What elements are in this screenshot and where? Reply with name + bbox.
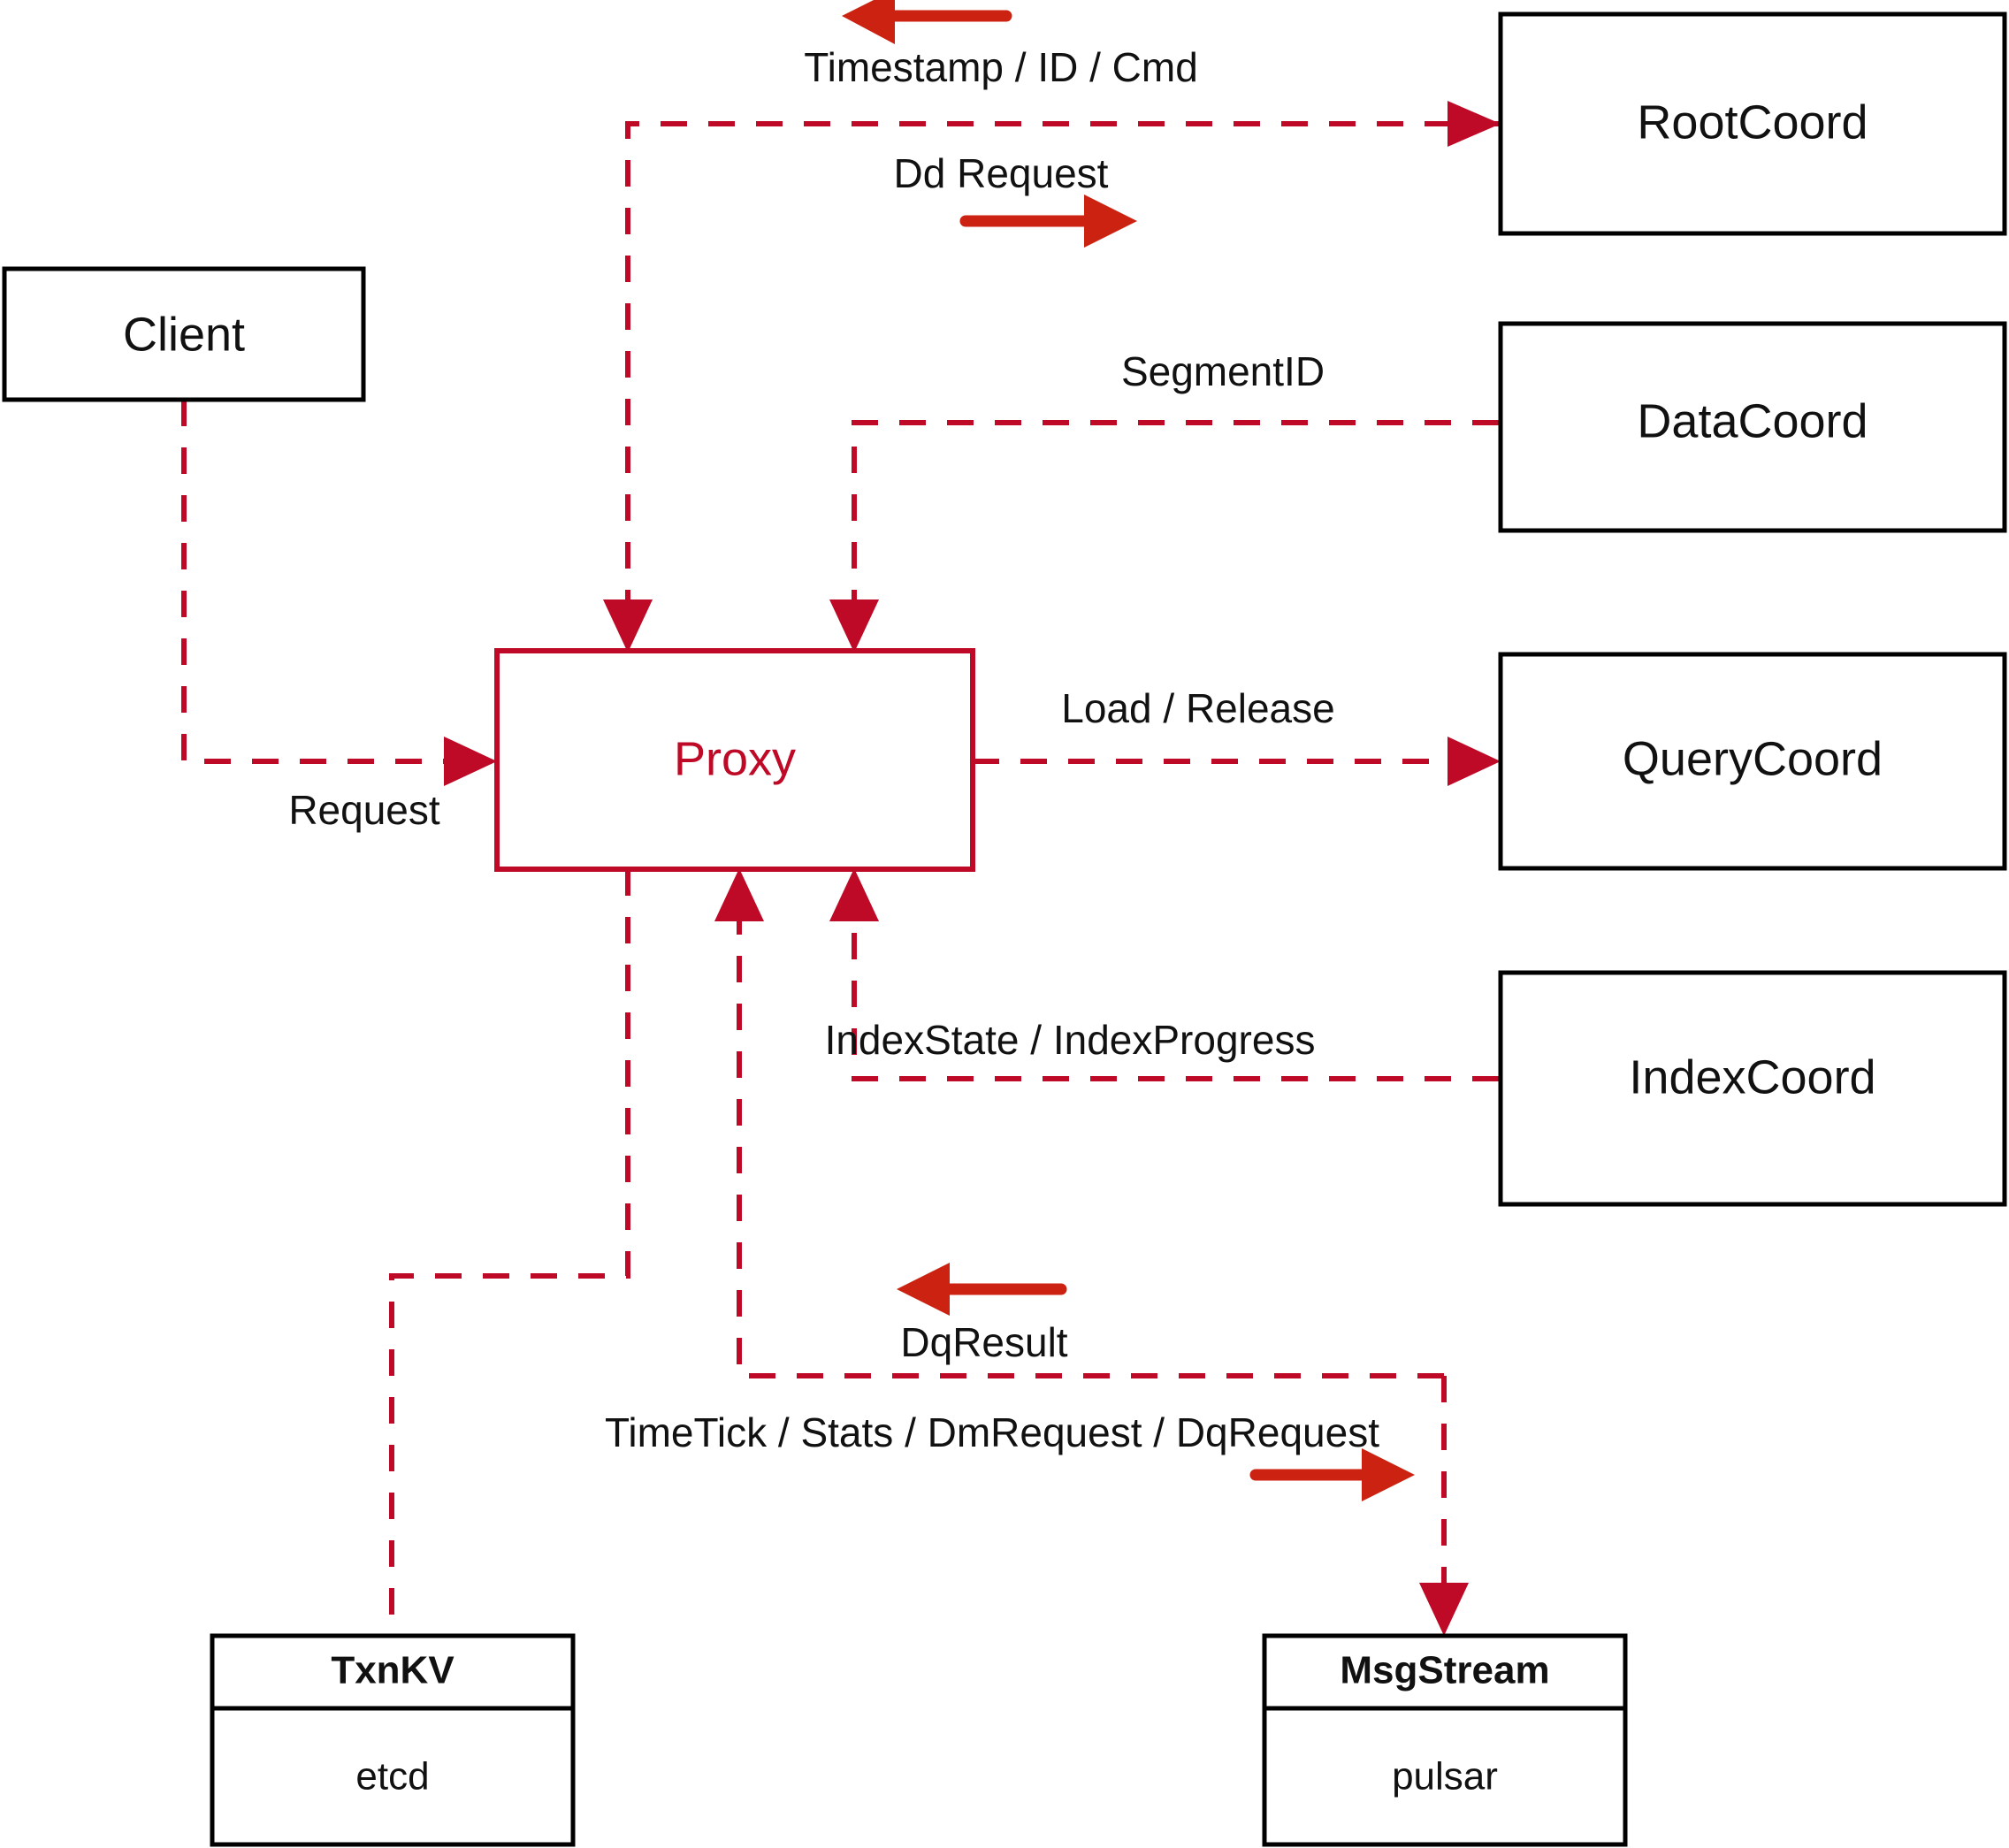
- node-txnkv[interactable]: TxnKV etcd: [210, 1633, 576, 1847]
- edge-label-dd-request: Dd Request: [894, 150, 1109, 196]
- direction-arrow-msgstream-out: [1249, 1448, 1415, 1501]
- node-datacoord[interactable]: DataCoord: [1498, 321, 2007, 533]
- arrowhead-proxy-bottom-middle: [714, 868, 764, 921]
- edge-label-timestamp-id-cmd: Timestamp / ID / Cmd: [804, 44, 1198, 90]
- node-msgstream-sublabel: pulsar: [1392, 1755, 1498, 1798]
- edge-label-load-release: Load / Release: [1061, 685, 1334, 731]
- node-rootcoord-label: RootCoord: [1637, 95, 1868, 149]
- edge-label-indexstate: IndexState / IndexProgress: [825, 1017, 1316, 1063]
- arrowhead-proxy-top-right: [829, 599, 879, 653]
- direction-arrow-timestamp: [842, 0, 1012, 44]
- node-msgstream[interactable]: MsgStream pulsar: [1262, 1633, 1628, 1847]
- edge-path-request: [181, 400, 460, 764]
- edge-path-segmentid: [852, 420, 1499, 619]
- arrowhead-proxy-top-left: [603, 599, 653, 653]
- arrowhead-proxy-bottom-right: [829, 868, 879, 921]
- node-proxy-label: Proxy: [674, 732, 796, 785]
- direction-arrow-dqresult: [897, 1263, 1067, 1316]
- arrowhead-msgstream: [1419, 1583, 1469, 1636]
- edge-label-segmentid: SegmentID: [1121, 348, 1325, 394]
- node-proxy[interactable]: Proxy: [494, 648, 975, 872]
- node-txnkv-sublabel: etcd: [355, 1755, 429, 1798]
- node-txnkv-label: TxnKV: [331, 1649, 455, 1692]
- edge-path-timestamp-id-cmd: [625, 121, 1499, 619]
- node-querycoord[interactable]: QueryCoord: [1498, 652, 2007, 871]
- node-querycoord-label: QueryCoord: [1623, 732, 1883, 785]
- node-msgstream-label: MsgStream: [1340, 1649, 1549, 1692]
- node-rootcoord[interactable]: RootCoord: [1498, 11, 2007, 236]
- node-client-label: Client: [123, 308, 245, 361]
- edge-path-txnkv: [389, 869, 630, 1636]
- node-client[interactable]: Client: [2, 266, 366, 402]
- node-indexcoord[interactable]: IndexCoord: [1498, 970, 2007, 1207]
- edge-label-request: Request: [288, 787, 440, 833]
- edge-label-msgstream-out: TimeTick / Stats / DmRequest / DqRequest: [605, 1409, 1379, 1455]
- node-datacoord-label: DataCoord: [1637, 394, 1868, 447]
- direction-arrow-dd-request: [959, 195, 1137, 248]
- arrowhead-rootcoord: [1448, 101, 1501, 147]
- edge-path-indexstate: [852, 909, 1499, 1081]
- edge-label-dqresult: DqResult: [900, 1319, 1067, 1365]
- node-indexcoord-label: IndexCoord: [1629, 1050, 1875, 1103]
- arrowhead-proxy-left: [444, 737, 497, 786]
- arrowhead-querycoord: [1448, 737, 1501, 786]
- edge-path-dqresult: [737, 909, 1444, 1378]
